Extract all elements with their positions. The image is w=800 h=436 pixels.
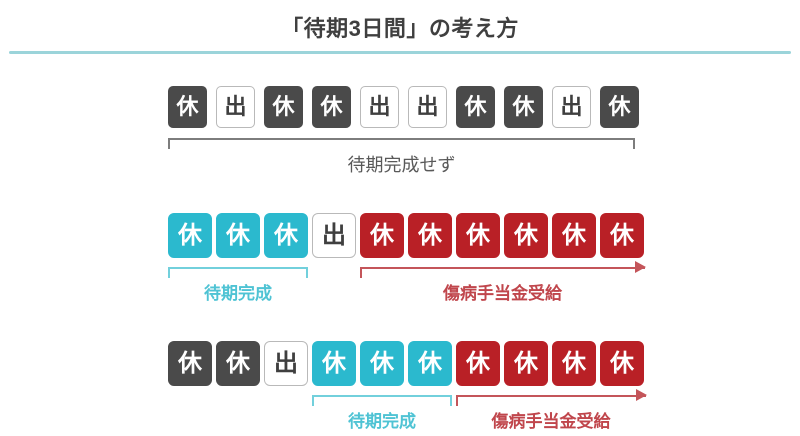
day-tile: 休 [216,213,260,258]
bracket-bar [360,267,645,269]
day-tile: 休 [552,213,596,258]
bracket-benefit-period: 傷病手当金受給 [456,389,647,432]
day-tile: 休 [504,86,543,128]
day-tile: 休 [360,341,404,386]
bracket-benefit-period: 傷病手当金受給 [360,261,646,304]
day-tile: 休 [408,341,452,386]
bracket-line [456,389,647,406]
day-tile-strip: 休 休 出 休 休 休 休 休 休 休 [168,341,644,386]
bracket-label: 待期完成 [348,412,416,431]
bracket-line [168,138,635,149]
day-tile: 休 [600,341,644,386]
day-tile: 休 [360,213,404,258]
bracket-label: 傷病手当金受給 [443,284,562,303]
day-tile-strip: 休 出 休 休 出 出 休 休 出 休 [168,86,639,128]
bracket-bar [456,395,646,397]
page-title: 「待期3日間」の考え方 [281,16,519,41]
title-divider [9,50,791,54]
bracket-line [360,261,646,278]
day-tile: 休 [552,341,596,386]
bracket-tick-right [306,267,308,278]
title-block: 「待期3日間」の考え方 [0,0,800,54]
day-tile: 休 [600,213,644,258]
day-tile: 出 [216,86,255,128]
day-tile: 休 [216,341,260,386]
bracket-bar [168,138,635,140]
day-tile: 休 [168,341,212,386]
bracket-tick-right [450,395,452,406]
day-tile: 出 [552,86,591,128]
day-tile: 出 [264,341,308,386]
bracket-label: 待期完成せず [347,155,456,175]
day-tile: 休 [504,213,548,258]
bracket-bar [312,395,452,397]
day-tile-strip: 休 休 休 出 休 休 休 休 休 休 [168,213,644,258]
day-tile: 休 [312,341,356,386]
day-tile: 休 [504,341,548,386]
bracket-tick-left [312,395,314,406]
bracket-bar [168,267,308,269]
day-tile: 休 [456,213,500,258]
day-tile: 休 [456,341,500,386]
day-tile: 休 [312,86,351,128]
day-tile: 休 [264,213,308,258]
bracket-waiting-complete: 待期完成 [312,395,452,432]
arrow-right-icon [635,261,646,273]
day-tile: 出 [360,86,399,128]
day-tile: 休 [168,213,212,258]
bracket-label: 傷病手当金受給 [491,412,611,431]
day-tile: 休 [408,213,452,258]
bracket-line [312,395,452,406]
day-tile: 休 [456,86,495,128]
day-tile: 出 [408,86,447,128]
arrow-right-icon [636,389,647,401]
bracket-tick-left [168,267,170,278]
bracket-tick-left [168,138,170,149]
bracket-waiting-incomplete: 待期完成せず [168,138,635,177]
bracket-tick-left [360,267,362,278]
bracket-waiting-complete: 待期完成 [168,267,308,304]
day-tile: 休 [600,86,639,128]
day-tile: 出 [312,213,356,258]
day-tile: 休 [168,86,207,128]
bracket-tick-left [456,395,458,406]
bracket-line [168,267,308,278]
bracket-tick-right [633,138,635,149]
bracket-label: 待期完成 [204,284,272,303]
day-tile: 休 [264,86,303,128]
